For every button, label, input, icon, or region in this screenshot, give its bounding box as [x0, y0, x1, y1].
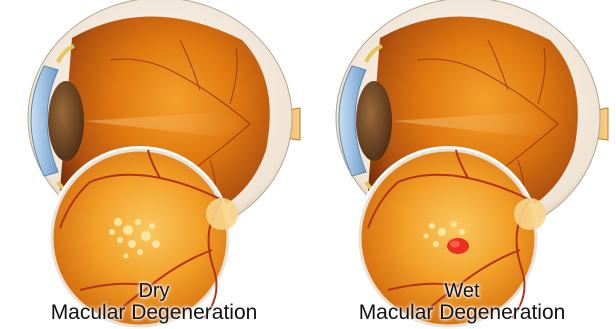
- condition-name-label: Macular Degeneration: [308, 301, 616, 325]
- optic-disc: [514, 198, 546, 230]
- iris-lens: [48, 81, 84, 161]
- condition-name-label: Macular Degeneration: [0, 301, 308, 325]
- condition-type-label: Dry: [0, 281, 308, 301]
- panel-dry-amd: Dry Macular Degeneration: [0, 0, 308, 329]
- panel-wet-amd: Wet Macular Degeneration: [308, 0, 616, 329]
- iris-lens: [356, 81, 392, 161]
- optic-disc: [206, 198, 238, 230]
- condition-type-label: Wet: [308, 281, 616, 301]
